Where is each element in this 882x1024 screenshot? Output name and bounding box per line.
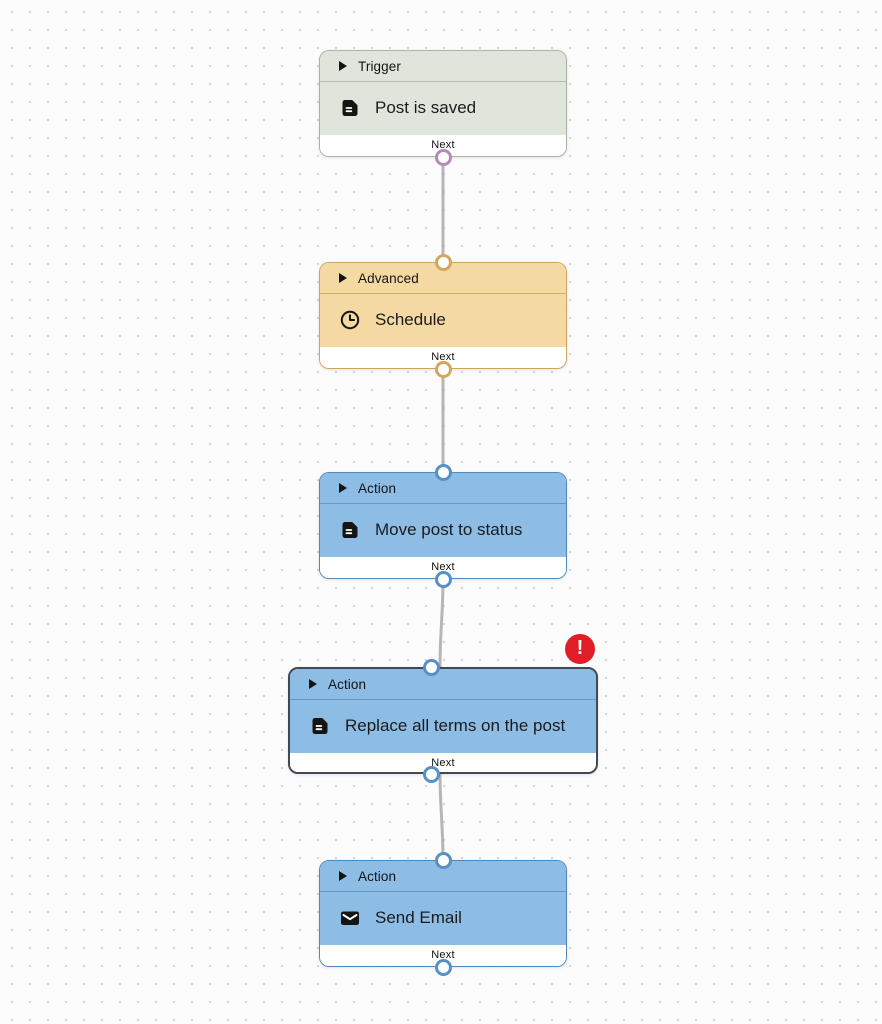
document-icon: [309, 715, 331, 737]
error-badge[interactable]: !: [565, 634, 595, 664]
next-label: Next: [431, 351, 455, 363]
next-handle[interactable]: Next: [290, 752, 596, 772]
node-body[interactable]: Replace all terms on the post: [290, 700, 596, 753]
node-header[interactable]: Action: [320, 473, 566, 504]
node-title: Replace all terms on the post: [345, 716, 566, 736]
node-box: Trigger Post is saved Next: [319, 50, 567, 157]
next-label: Next: [431, 561, 455, 573]
node-advanced-schedule[interactable]: Advanced Schedule Next: [319, 253, 567, 378]
node-action-send-email[interactable]: Action Send Email Next: [319, 851, 567, 976]
node-kind-label: Action: [358, 868, 397, 884]
next-handle[interactable]: Next: [320, 944, 566, 966]
collapse-triangle-icon[interactable]: [339, 61, 347, 71]
collapse-triangle-icon[interactable]: [309, 679, 317, 689]
connector-line: [438, 771, 445, 862]
output-port[interactable]: [423, 765, 440, 783]
input-port[interactable]: [434, 463, 452, 481]
collapse-triangle-icon[interactable]: [339, 871, 347, 881]
node-body[interactable]: Send Email: [320, 892, 566, 945]
node-trigger-post-is-saved[interactable]: Trigger Post is saved Next: [319, 50, 567, 166]
next-handle[interactable]: Next: [320, 346, 566, 368]
node-title: Send Email: [375, 908, 462, 928]
next-label: Next: [431, 949, 455, 961]
next-label: Next: [431, 757, 455, 769]
node-box: Advanced Schedule Next: [319, 262, 567, 369]
input-port[interactable]: [434, 851, 452, 869]
next-label: Next: [431, 139, 455, 151]
node-kind-label: Action: [358, 480, 397, 496]
collapse-triangle-icon[interactable]: [339, 273, 347, 283]
next-handle[interactable]: Next: [320, 556, 566, 578]
node-header[interactable]: Action: [290, 669, 596, 700]
node-box: Action Replace all terms on the post Nex…: [288, 667, 598, 774]
output-port[interactable]: [434, 148, 452, 166]
node-kind-label: Trigger: [358, 58, 401, 74]
clock-icon: [339, 309, 361, 331]
document-icon: [339, 519, 361, 541]
node-box: Action Send Email Next: [319, 860, 567, 967]
node-box: Action Move post to status Next: [319, 472, 567, 579]
node-title: Schedule: [375, 310, 446, 330]
node-kind-label: Action: [328, 676, 367, 692]
node-action-move-post-to-status[interactable]: Action Move post to status Next: [319, 463, 567, 588]
document-icon: [339, 97, 361, 119]
collapse-triangle-icon[interactable]: [339, 483, 347, 493]
node-kind-label: Advanced: [358, 270, 419, 286]
node-title: Post is saved: [375, 98, 477, 118]
input-port[interactable]: [434, 253, 452, 271]
node-body[interactable]: Schedule: [320, 294, 566, 347]
envelope-icon: [339, 907, 361, 929]
node-body[interactable]: Move post to status: [320, 504, 566, 557]
output-port[interactable]: [434, 570, 452, 588]
node-action-replace-all-terms[interactable]: Action Replace all terms on the post Nex…: [288, 634, 598, 783]
node-header[interactable]: Trigger: [320, 51, 566, 82]
next-handle[interactable]: Next: [320, 134, 566, 156]
output-port[interactable]: [434, 360, 452, 378]
exclamation-icon: !: [576, 637, 584, 659]
input-port[interactable]: [423, 658, 440, 676]
connector-line: [438, 577, 445, 669]
node-body[interactable]: Post is saved: [320, 82, 566, 135]
node-title: Move post to status: [375, 520, 523, 540]
output-port[interactable]: [434, 958, 452, 976]
